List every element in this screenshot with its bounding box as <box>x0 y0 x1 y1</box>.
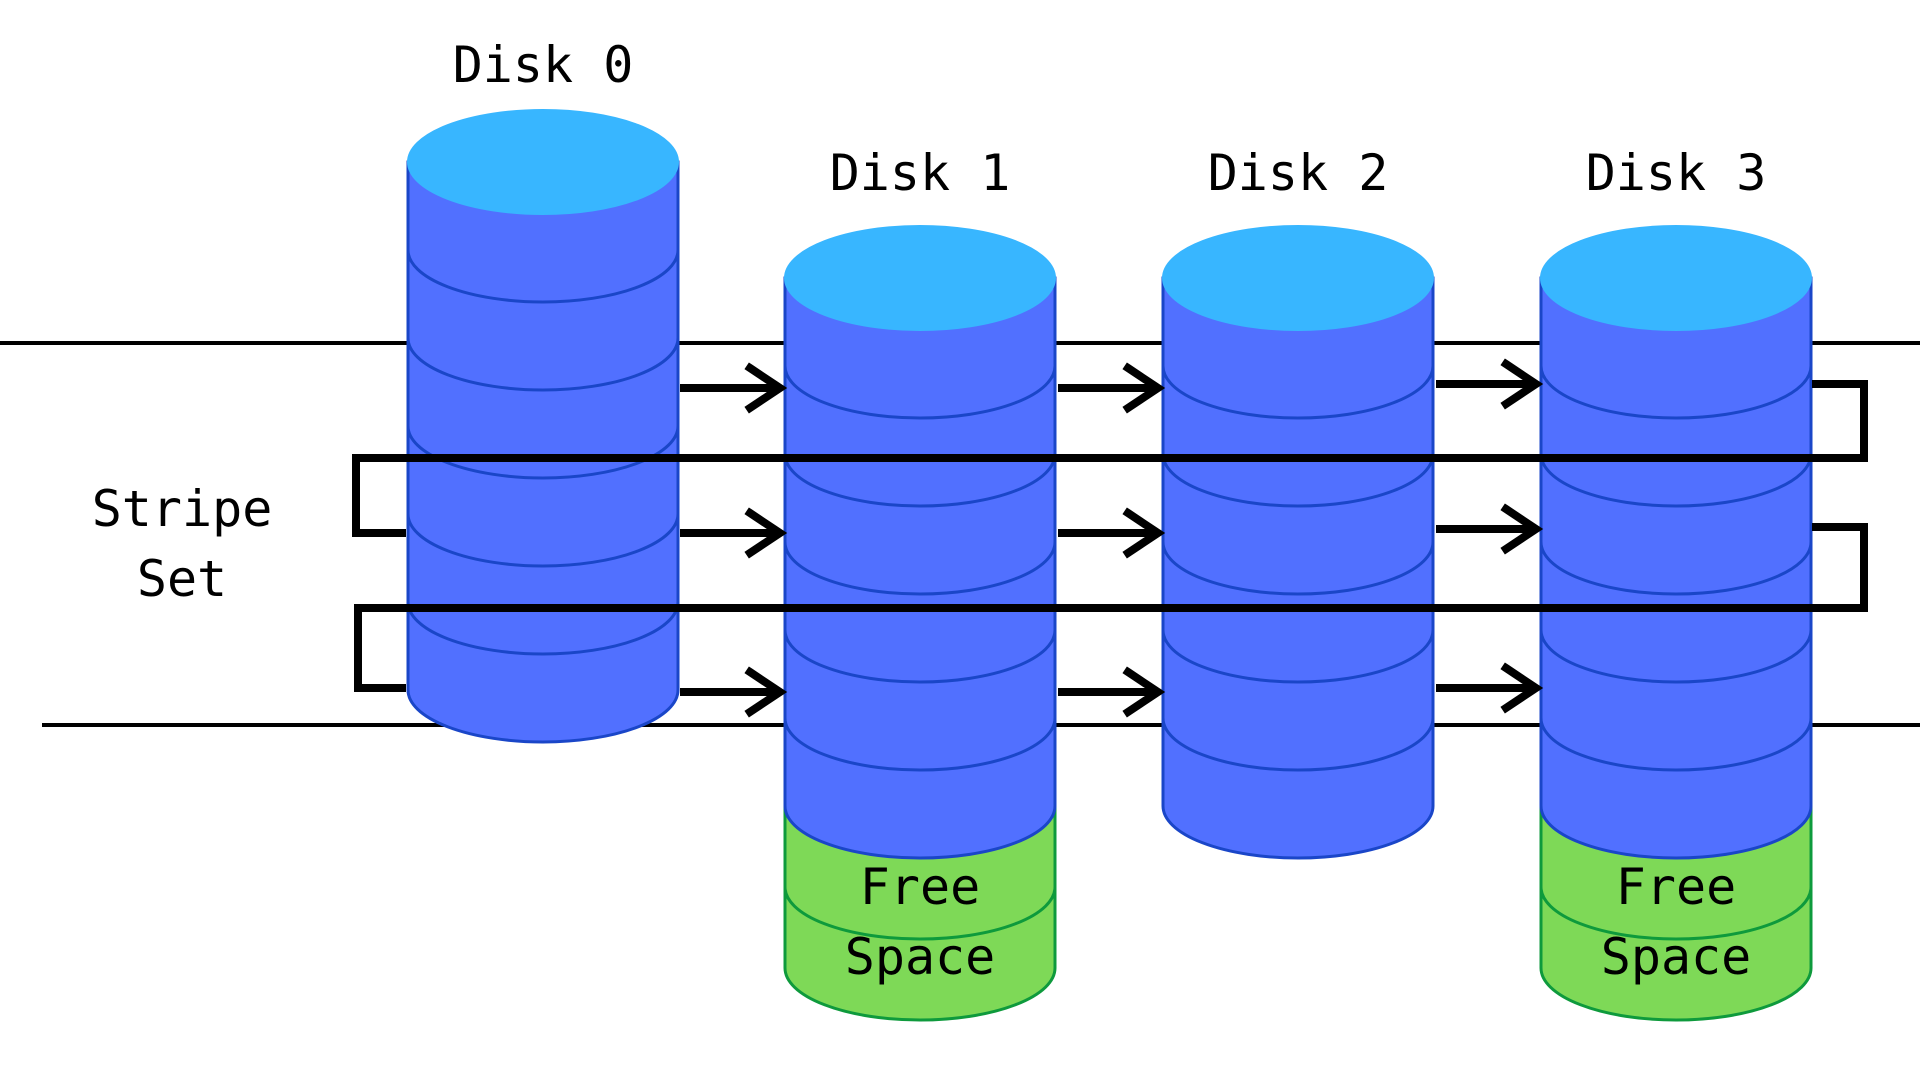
disk-3-body <box>1539 276 1813 860</box>
disk-1-free-space-divider <box>783 886 1057 941</box>
disk-2-slice-divider <box>1161 717 1435 772</box>
disks <box>406 109 1813 1022</box>
stripe-wrap-connector <box>352 380 1868 537</box>
stripe-arrow-head <box>744 666 788 718</box>
disk-0-cylinder <box>406 109 680 744</box>
disk-2-slice-divider <box>1161 629 1435 684</box>
disk-2-slice-divider <box>1161 541 1435 596</box>
disk-1-slice-divider <box>783 453 1057 508</box>
disk-1-slice-divider <box>783 717 1057 772</box>
disk-0-slice-divider <box>406 513 680 568</box>
stripe-arrow-head <box>1500 358 1544 410</box>
disk-0-slice-divider <box>406 425 680 480</box>
disk-0-slice-divider <box>406 337 680 392</box>
disk-1-free-space-body <box>783 804 1057 1022</box>
disk-3-free-space-body <box>1539 804 1813 1022</box>
stripe-set-label-line2: Set <box>137 550 227 608</box>
disk-1-slice-divider <box>783 629 1057 684</box>
stripe-arrow-head <box>1122 507 1166 559</box>
stripe-arrow-head <box>1500 662 1544 714</box>
disk-3-free-label: Free <box>1616 858 1736 916</box>
disk-0-label: Disk 0 <box>453 36 634 94</box>
disk-3-slice-divider <box>1539 453 1813 508</box>
stripe-arrow-head <box>1122 666 1166 718</box>
disk-3-top-cap <box>1540 225 1812 331</box>
disk-2-body <box>1161 276 1435 860</box>
stripe-arrow-head <box>1122 362 1166 414</box>
disk-3-slice-divider <box>1539 541 1813 596</box>
disk-0-body <box>406 160 680 744</box>
stripe-path <box>352 358 1868 718</box>
disk-1-slice-divider <box>783 541 1057 596</box>
disk-2-label: Disk 2 <box>1208 144 1389 202</box>
disk-1-top-cap <box>784 225 1056 331</box>
disk-3-free-space-divider <box>1539 886 1813 941</box>
stripe-wrap-connector <box>354 523 1868 692</box>
stripe-arrow-head <box>1500 503 1544 555</box>
disk-0-slice-divider <box>406 601 680 656</box>
disk-2-cylinder <box>1161 225 1435 860</box>
disk-1-label: Disk 1 <box>830 144 1011 202</box>
disk-1-body <box>783 276 1057 860</box>
disk-1-cylinder <box>783 225 1057 1022</box>
disk-2-top-cap <box>1162 225 1434 331</box>
disk-2-slice-divider <box>1161 453 1435 508</box>
disk-0-slice-divider <box>406 249 680 304</box>
stripe-arrow-head <box>744 507 788 559</box>
disk-3-label: Disk 3 <box>1586 144 1767 202</box>
disk-3-space-label: Space <box>1601 928 1752 986</box>
disk-0-top-cap <box>407 109 679 215</box>
disk-3-slice-divider <box>1539 629 1813 684</box>
disk-2-slice-divider <box>1161 365 1435 420</box>
disk-3-cylinder <box>1539 225 1813 1022</box>
disk-1-slice-divider <box>783 365 1057 420</box>
disk-1-space-label: Space <box>845 928 996 986</box>
stripe-set-label-line1: Stripe <box>92 480 273 538</box>
stripe-arrow-head <box>744 362 788 414</box>
disk-3-slice-divider <box>1539 717 1813 772</box>
disk-1-free-label: Free <box>860 858 980 916</box>
disk-3-slice-divider <box>1539 365 1813 420</box>
